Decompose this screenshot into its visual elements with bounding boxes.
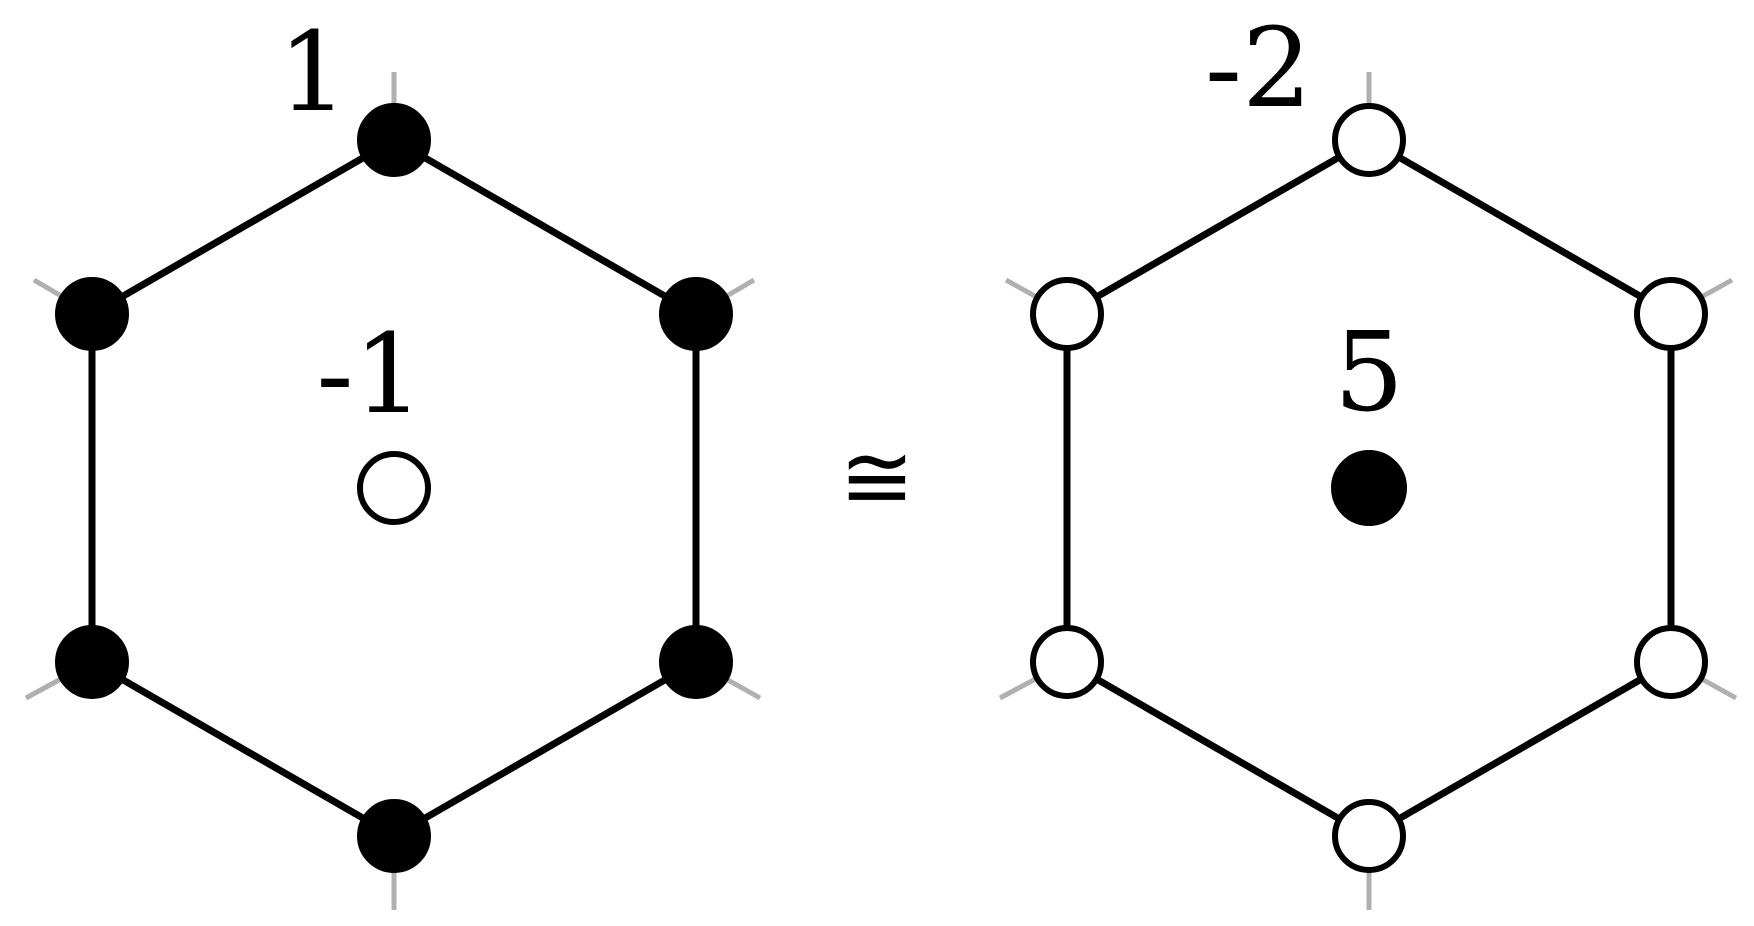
left-vertex-upper-right (659, 277, 733, 351)
left-vertex-lower-left (55, 625, 129, 699)
right-corner-label: -2 (1205, 4, 1312, 132)
right-vertex-lower-left (1030, 625, 1104, 699)
right-vertex-top (1332, 103, 1406, 177)
left-vertex-bottom (357, 799, 431, 873)
isomorphism-symbol: ≅ (839, 425, 914, 530)
left-corner-label: 1 (278, 8, 348, 136)
right-vertex-bottom (1332, 799, 1406, 873)
right-vertex-lower-right (1634, 625, 1708, 699)
right-vertices (1030, 103, 1708, 873)
left-center-label: -1 (316, 310, 423, 438)
right-center-node (1331, 450, 1407, 526)
right-hexagon-diagram: -2 5 (998, 4, 1738, 910)
left-vertices (55, 103, 733, 873)
left-center-node (357, 451, 431, 525)
right-center-label: 5 (1334, 308, 1404, 436)
right-vertex-upper-left (1030, 277, 1104, 351)
left-vertex-lower-right (659, 625, 733, 699)
right-vertex-upper-right (1634, 277, 1708, 351)
left-vertex-top (357, 103, 431, 177)
left-hexagon-diagram: 1 -1 (24, 8, 762, 910)
left-vertex-upper-left (55, 277, 129, 351)
